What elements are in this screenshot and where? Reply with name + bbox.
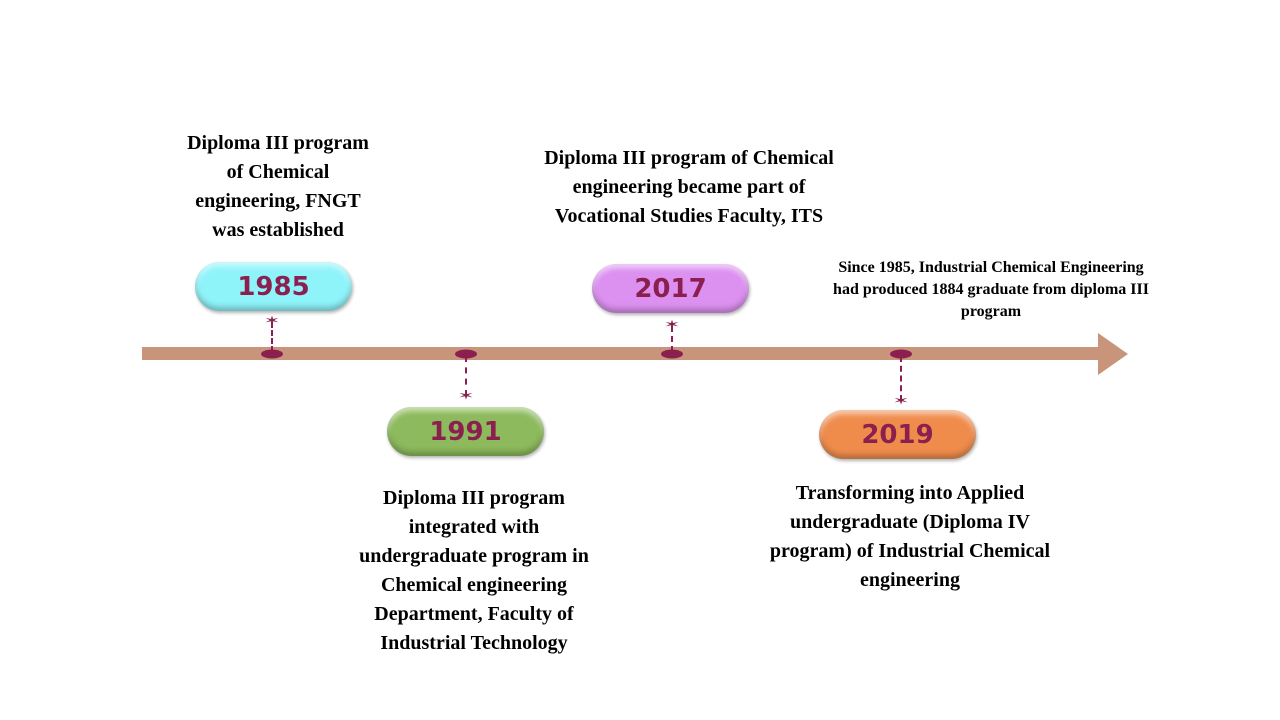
year-badge-1985: 1985 [195, 262, 352, 311]
star-marker-icon: ✶ [892, 394, 910, 408]
event-2019-description: Transforming into Applied undergraduate … [770, 479, 1050, 595]
text-line: program) of Industrial Chemical [769, 540, 1051, 562]
text-line: undergraduate program in [359, 545, 589, 567]
connector-line [465, 356, 467, 396]
text-line: Diploma III program [187, 132, 369, 154]
connector-line [271, 322, 273, 352]
year-badge-1991: 1991 [387, 407, 544, 456]
text-line: Diploma III program of Chemical [544, 147, 834, 169]
star-marker-icon: ✶ [457, 389, 475, 403]
text-line: engineering [860, 569, 960, 591]
text-line: program [960, 303, 1022, 320]
connector-line [900, 356, 902, 401]
timeline-dot-1985 [261, 349, 283, 359]
text-line: integrated with [408, 516, 540, 538]
timeline-axis [142, 347, 1102, 360]
text-line: Transforming into Applied [795, 482, 1025, 504]
text-line: Chemical engineering [380, 574, 568, 596]
year-badge-2019: 2019 [819, 410, 976, 459]
connector-line [671, 326, 673, 352]
event-2017-description: Diploma III program of Chemical engineer… [544, 144, 834, 231]
star-marker-icon: ✶ [263, 314, 281, 328]
timeline-dot-2019 [890, 349, 912, 359]
timeline-dot-1991 [455, 349, 477, 359]
timeline-dot-2017 [661, 349, 683, 359]
year-badge-2017: 2017 [592, 264, 749, 313]
timeline-arrowhead-icon [1098, 333, 1128, 375]
text-line: undergraduate (Diploma IV [789, 511, 1030, 533]
text-line: Diploma III program [383, 487, 565, 509]
star-marker-icon: ✶ [663, 318, 681, 332]
text-line: had produced 1884 graduate from diploma … [833, 281, 1149, 298]
graduates-note: Since 1985, Industrial Chemical Engineer… [833, 257, 1149, 323]
text-line: Vocational Studies Faculty, ITS [554, 205, 824, 227]
text-line: engineering, FNGT [195, 190, 361, 212]
text-line: Department, Faculty of [374, 603, 574, 625]
text-line: Since 1985, Industrial Chemical Engineer… [838, 259, 1144, 276]
text-line: of Chemical [226, 161, 330, 183]
event-1991-description: Diploma III program integrated with unde… [359, 484, 589, 658]
text-line: engineering became part of [572, 176, 806, 198]
text-line: Industrial Technology [380, 632, 568, 654]
event-1985-description: Diploma III program of Chemical engineer… [187, 129, 369, 245]
text-line: was established [212, 219, 344, 241]
